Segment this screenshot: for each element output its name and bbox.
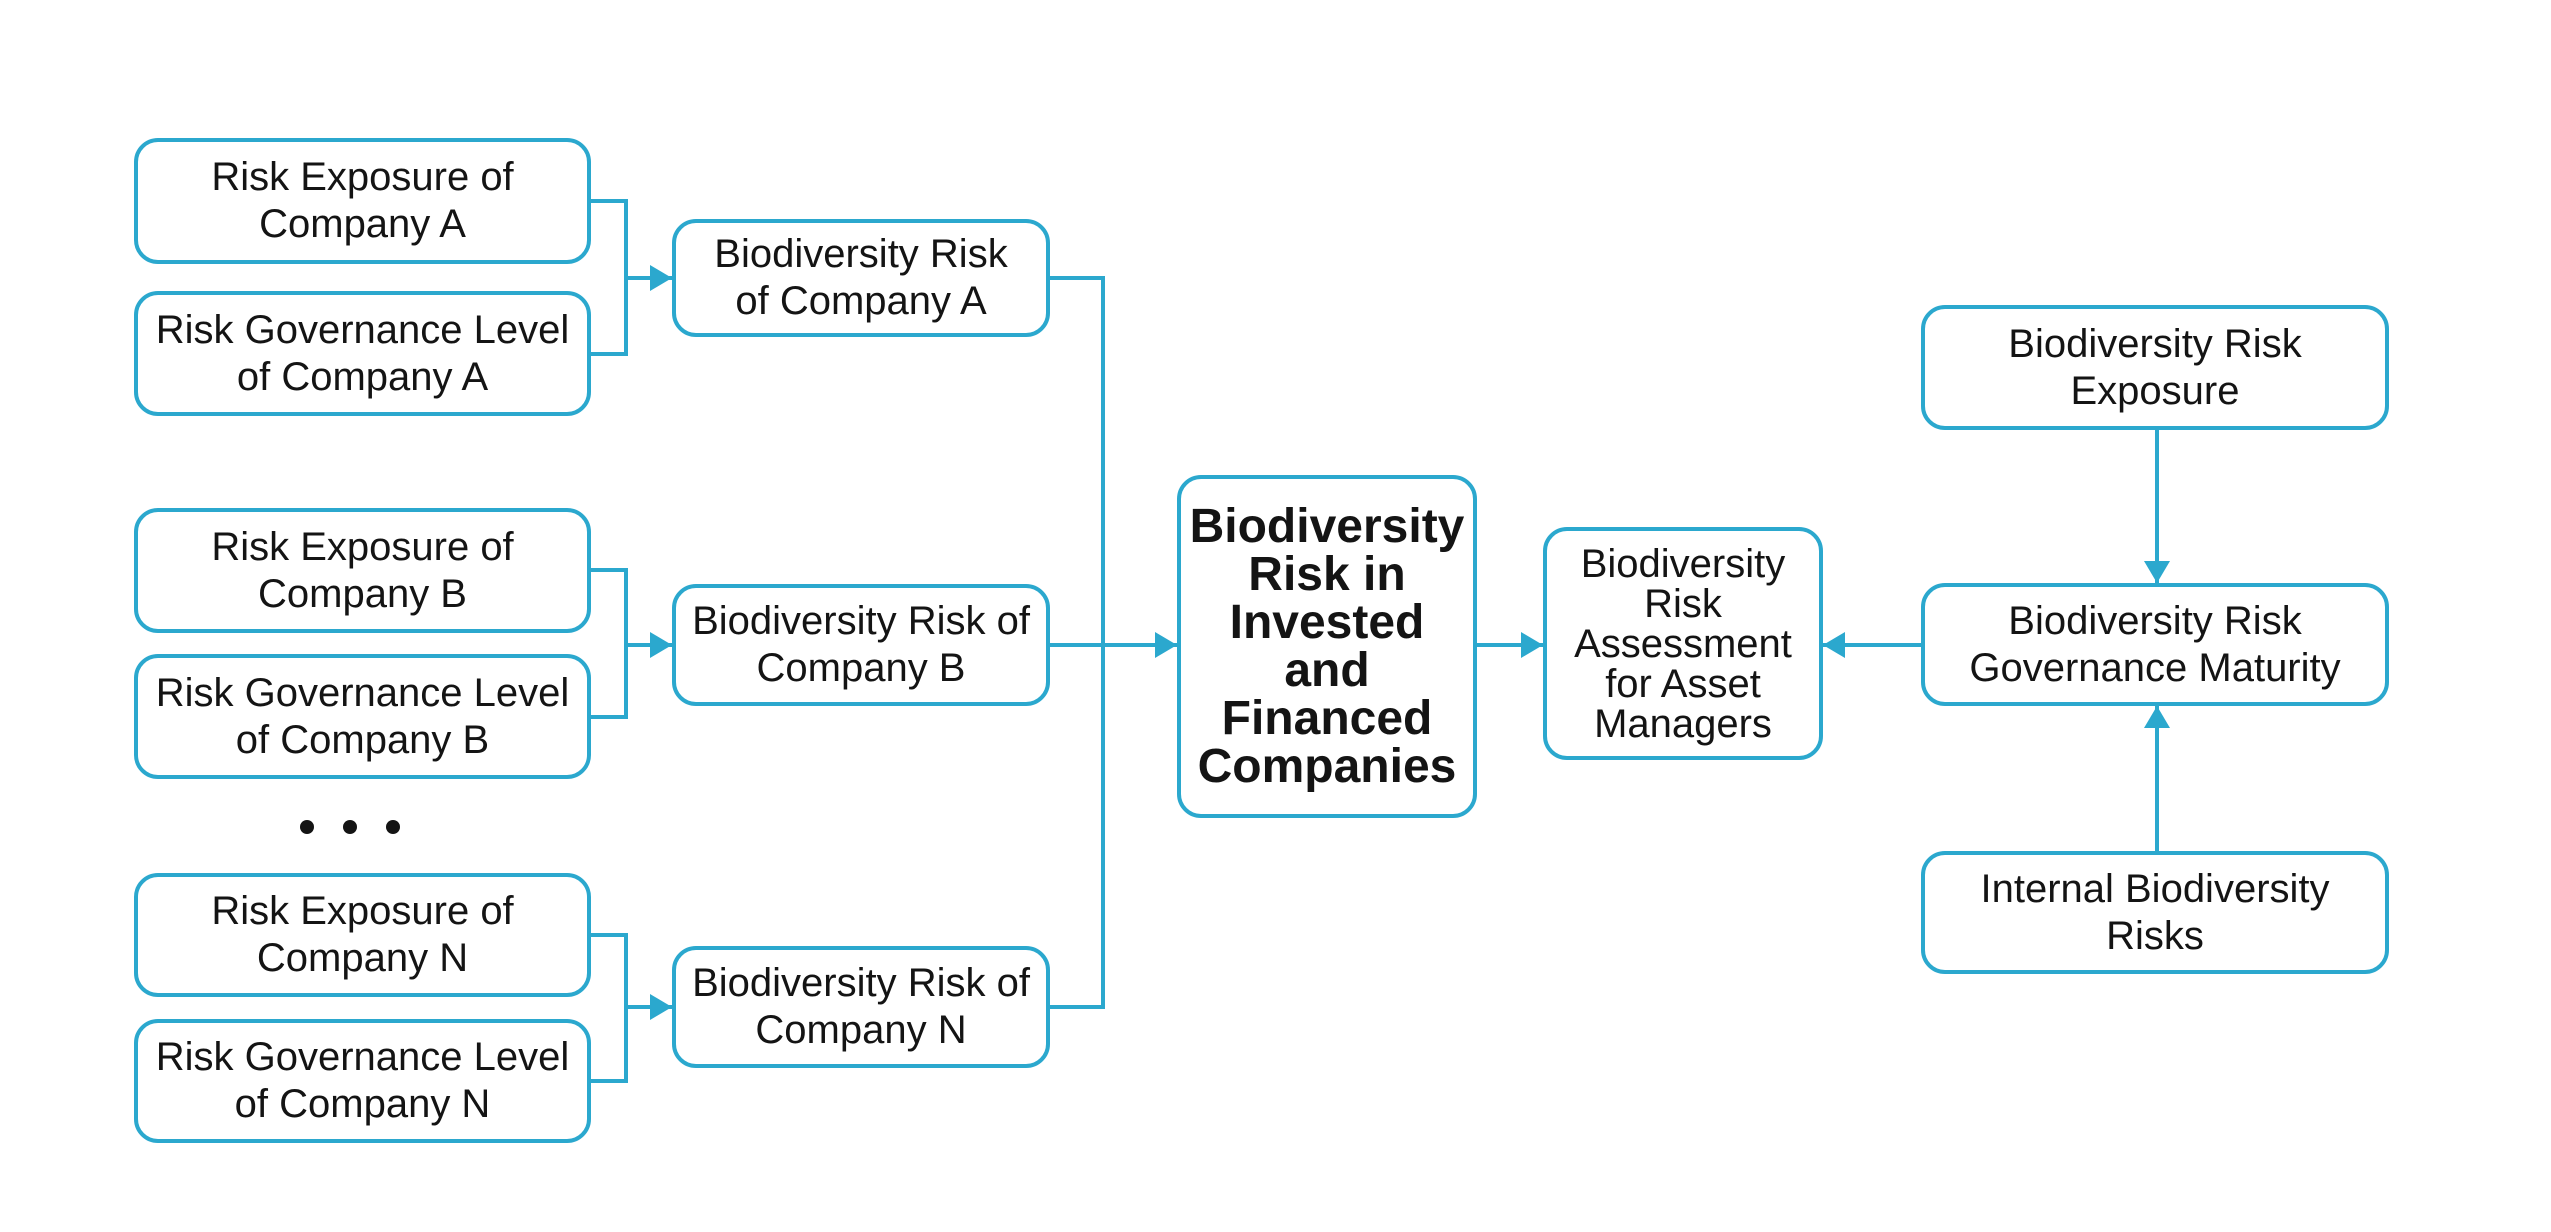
node-risk-exposure-a-label-line: Company A — [259, 202, 466, 246]
edge-arrow-bracket-b-to-bio-b-arrowhead — [650, 632, 672, 658]
node-assessment-label-line: Assessment — [1574, 621, 1792, 666]
node-invested-financed-label-line: Risk in — [1248, 547, 1406, 601]
node-governance-maturity-label-line: Governance Maturity — [1969, 645, 2341, 690]
edge-bracket-company-b — [591, 568, 628, 719]
node-risk-governance-b-label-line: of Company B — [235, 717, 490, 762]
edge-bracket-company-n — [591, 933, 628, 1083]
node-invested-financed-label-line: Financed — [1221, 691, 1433, 745]
node-risk-governance-a-label-line: of Company A — [236, 354, 489, 399]
node-risk-exposure-a-label-line: Risk Exposure of — [211, 155, 514, 199]
node-assessment-label-line: Risk — [1644, 581, 1722, 626]
node-risk-governance-b-label-line: Risk Governance Level — [155, 670, 570, 715]
node-risk-exposure-b-label-line: Risk Exposure of — [211, 524, 514, 569]
edge-arrow-internal-to-maturity-arrowhead — [2144, 706, 2170, 728]
node-bio-risk-n-label-line: Biodiversity Risk of — [692, 961, 1030, 1005]
node-risk-governance-a-label-line: Risk Governance Level — [155, 307, 570, 352]
ellipsis-dot — [386, 820, 400, 834]
ellipsis-dot — [300, 820, 314, 834]
node-governance-maturity-label-line: Biodiversity Risk — [2008, 598, 2302, 643]
node-invested-financed-label-line: and — [1284, 643, 1370, 697]
edge-arrow-exposure-to-maturity-arrowhead — [2144, 561, 2170, 583]
ellipsis-dot — [343, 820, 357, 834]
edge-arrow-bracket-n-to-bio-n-arrowhead — [650, 994, 672, 1020]
node-bio-risk-n-label-line: Company N — [755, 1008, 967, 1052]
node-risk-governance-n-label-line: Risk Governance Level — [155, 1035, 570, 1079]
edge-bracket-company-a — [591, 199, 628, 356]
edge-arrow-invested-to-assessment-arrowhead — [1521, 632, 1543, 658]
node-risk-exposure-n-label-line: Company N — [256, 936, 469, 980]
node-bio-risk-b-label-line: Biodiversity Risk of — [692, 599, 1030, 643]
node-internal-risks-label-line: Internal Biodiversity — [1980, 866, 2330, 911]
node-invested-financed-label-line: Biodiversity — [1189, 499, 1465, 553]
node-bio-risk-b-label-line: Company B — [756, 646, 966, 690]
node-assessment-label-line: Managers — [1594, 701, 1772, 746]
node-risk-exposure-b-label-line: Company B — [258, 571, 467, 616]
node-bio-risk-exposure-label-line: Exposure — [2070, 368, 2240, 413]
node-bio-risk-exposure-label-line: Biodiversity Risk — [2008, 321, 2302, 366]
edge-arrow-bracket-a-to-bio-a-arrowhead — [650, 265, 672, 291]
node-assessment-label-line: Biodiversity — [1580, 541, 1786, 586]
node-invested-financed-label-line: Companies — [1197, 739, 1457, 793]
node-bio-risk-a-label-line: Biodiversity Risk — [714, 232, 1008, 276]
edge-arrow-maturity-to-assessment-arrowhead — [1823, 632, 1845, 658]
node-bio-risk-a-label-line: of Company A — [735, 279, 987, 323]
node-internal-risks-label-line: Risks — [2106, 913, 2204, 958]
node-invested-financed-label-line: Invested — [1229, 595, 1425, 649]
edge-arrow-bio-b-to-invested-arrowhead — [1155, 632, 1177, 658]
node-assessment-label-line: for Asset — [1605, 661, 1761, 706]
edge-collector-bio-a-bio-n — [1050, 276, 1105, 1009]
node-risk-exposure-n-label-line: Risk Exposure of — [211, 889, 514, 933]
ellipsis-dots — [300, 820, 400, 834]
node-risk-governance-n-label-line: of Company N — [234, 1082, 491, 1126]
